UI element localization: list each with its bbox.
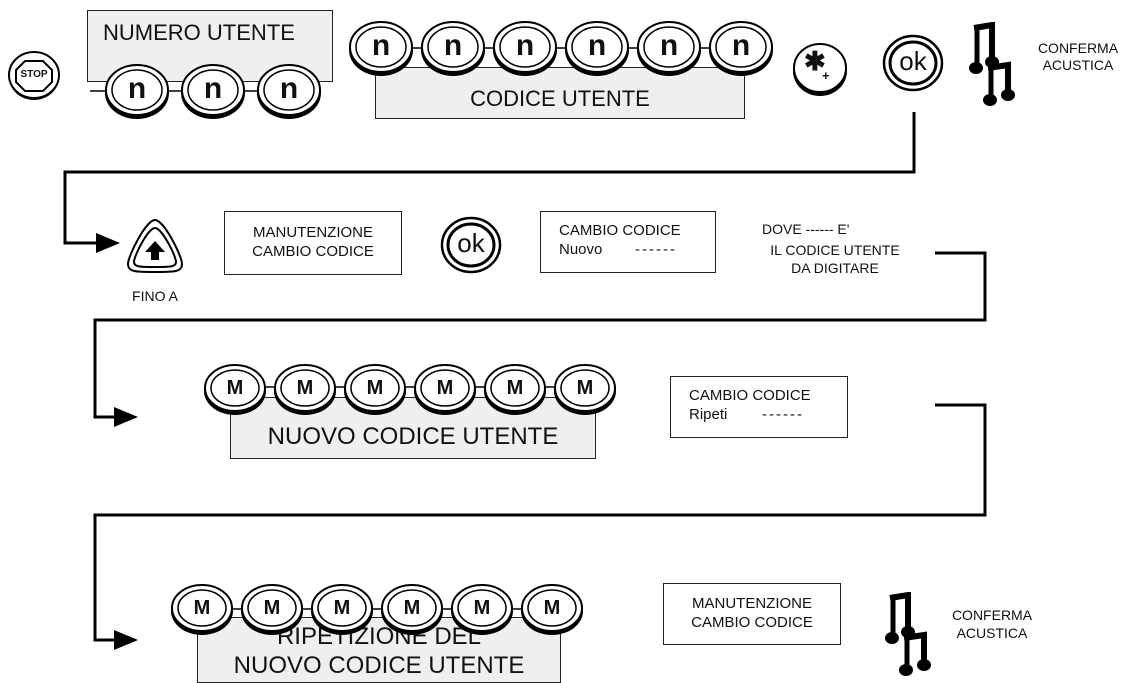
user-code-panel: [375, 67, 745, 119]
stop-key[interactable]: STOP: [6, 48, 62, 102]
new-code-key-3-label: M: [366, 376, 384, 399]
arrow-row2: [96, 233, 120, 253]
repeat-code-key-3[interactable]: M: [310, 583, 374, 635]
star-key[interactable]: ✱ +: [790, 40, 850, 98]
repeat-code-key-5[interactable]: M: [450, 583, 514, 635]
repeat-code-display-label: Ripeti: [689, 406, 728, 423]
repeat-new-code-label-line2: NUOVO CODICE UTENTE: [233, 652, 525, 679]
menu-display-box: [224, 211, 402, 275]
repeat-code-key-2-label: M: [263, 596, 281, 619]
user-number-label: NUMERO UTENTE: [103, 20, 295, 45]
user-code-key-5-label: n: [659, 29, 679, 63]
ok-key[interactable]: ok: [882, 34, 944, 92]
user-number-key-2-label: n: [203, 72, 223, 106]
repeat-code-key-2[interactable]: M: [240, 583, 304, 635]
connector-row2-to-row3: [93, 251, 987, 419]
up-key-caption: FINO A: [132, 288, 178, 304]
new-code-key-6[interactable]: M: [553, 363, 617, 415]
user-code-label: CODICE UTENTE: [470, 86, 650, 111]
new-code-key-4-label: M: [436, 376, 454, 399]
star-key-symbol: ✱: [804, 46, 826, 76]
connector-row3-to-row4: [93, 403, 987, 642]
confirm-label-line2: ACUSTICA: [1042, 57, 1114, 73]
menu-display-final-line2: CAMBIO CODICE: [691, 614, 813, 631]
user-number-key-2[interactable]: n: [180, 63, 246, 119]
new-code-key-2-label: M: [296, 376, 314, 399]
user-code-key-6[interactable]: n: [708, 20, 774, 76]
star-key-plus: +: [822, 68, 830, 83]
user-code-key-1[interactable]: n: [348, 20, 414, 76]
arrow-row4: [114, 630, 138, 650]
new-code-key-5-label: M: [506, 376, 524, 399]
repeat-code-display: [670, 376, 848, 438]
up-arrow-key[interactable]: [124, 216, 186, 274]
new-code-key-5[interactable]: M: [483, 363, 547, 415]
new-code-key-1[interactable]: M: [203, 363, 267, 415]
confirm-label-line1: CONFERMA: [1037, 40, 1119, 56]
note-line3: DA DIGITARE: [791, 260, 879, 276]
new-code-key-1-label: M: [226, 376, 244, 399]
repeat-code-display-line1: CAMBIO CODICE: [689, 387, 811, 404]
repeat-code-display-dashes: ------: [762, 406, 804, 423]
user-code-key-3-label: n: [515, 29, 535, 63]
change-code-display-label: Nuovo: [559, 241, 603, 258]
user-code-key-4-label: n: [587, 29, 607, 63]
menu-display-line1: MANUTENZIONE: [253, 224, 373, 241]
new-code-key-2[interactable]: M: [273, 363, 337, 415]
repeat-code-key-6-label: M: [543, 596, 561, 619]
new-code-key-4[interactable]: M: [413, 363, 477, 415]
repeat-code-key-6[interactable]: M: [520, 583, 584, 635]
user-code-key-2[interactable]: n: [420, 20, 486, 76]
music-note-icon: [968, 21, 1024, 108]
user-code-key-4[interactable]: n: [564, 20, 630, 76]
user-number-key-1-label: n: [127, 72, 147, 106]
confirm-final-line2: ACUSTICA: [956, 625, 1028, 641]
new-code-key-6-label: M: [576, 376, 594, 399]
ok-key-row2-label: ok: [457, 228, 485, 258]
new-code-label: NUOVO CODICE UTENTE: [267, 423, 559, 450]
connector-ok-to-row2: [63, 112, 916, 245]
repeat-code-key-1-label: M: [193, 596, 211, 619]
user-code-key-6-label: n: [731, 29, 751, 63]
change-code-display-dashes: ------: [635, 241, 677, 258]
user-number-key-1[interactable]: n: [104, 63, 170, 119]
user-code-key-3[interactable]: n: [492, 20, 558, 76]
music-note-icon: [884, 591, 940, 678]
menu-display-final-line1: MANUTENZIONE: [692, 595, 812, 612]
repeat-code-key-3-label: M: [333, 596, 351, 619]
arrow-row3: [114, 407, 138, 427]
repeat-code-key-4[interactable]: M: [380, 583, 444, 635]
ok-key-row2[interactable]: ok: [440, 216, 502, 274]
menu-display-box-final: [663, 583, 841, 645]
confirm-final-line1: CONFERMA: [951, 607, 1033, 623]
user-number-key-3-label: n: [279, 72, 299, 106]
repeat-code-key-1[interactable]: M: [170, 583, 234, 635]
note-line2: IL CODICE UTENTE: [770, 242, 900, 258]
repeat-code-key-5-label: M: [473, 596, 491, 619]
change-code-display-line1: CAMBIO CODICE: [559, 222, 681, 239]
new-code-key-3[interactable]: M: [343, 363, 407, 415]
repeat-code-key-4-label: M: [403, 596, 421, 619]
menu-display-line2: CAMBIO CODICE: [252, 243, 374, 260]
user-code-key-1-label: n: [371, 29, 391, 63]
ok-key-label: ok: [899, 46, 927, 76]
user-code-key-5[interactable]: n: [636, 20, 702, 76]
note-line1: DOVE ------ E': [762, 221, 850, 237]
change-code-display: [540, 211, 716, 273]
user-number-key-3[interactable]: n: [256, 63, 322, 119]
stop-key-label: STOP: [20, 69, 48, 80]
user-code-key-2-label: n: [443, 29, 463, 63]
